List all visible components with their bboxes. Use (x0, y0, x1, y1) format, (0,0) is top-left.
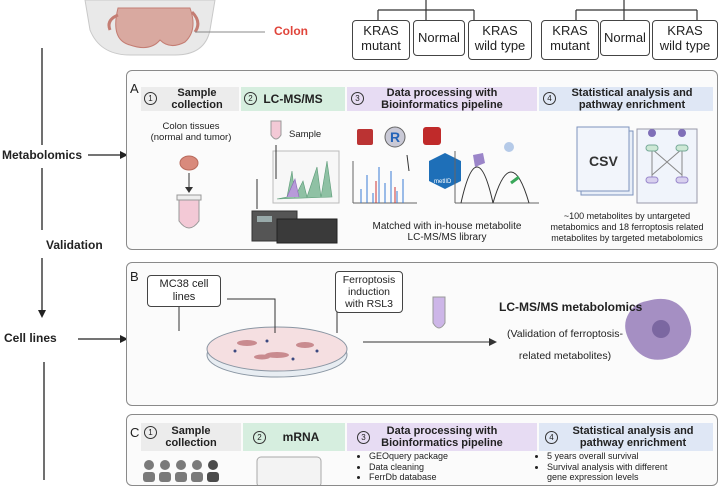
panel-a-step-3-header: 3 Data processing with Bioinformatics pi… (347, 87, 537, 111)
cell-lines-label: Cell lines (4, 331, 57, 345)
panel-b-graphics (178, 296, 692, 378)
step-number-badge: 3 (351, 92, 364, 105)
step-number-badge: 4 (543, 92, 556, 105)
small-tube-icon (270, 120, 282, 140)
library-match-label: Matched with in-house metabolite LC-MS/M… (372, 221, 522, 243)
panel-c-step-1-header: 1 Sample collection (141, 423, 241, 451)
mrna-panel-icon (256, 456, 322, 485)
stats-bullets: 5 years overall survival Survival analys… (537, 451, 667, 483)
step-title: Sample collection (165, 425, 217, 449)
software-cube-icon (357, 129, 373, 145)
panel-c-step-4-header: 4 Statistical analysis and pathway enric… (539, 423, 713, 451)
panel-b: B MC38 cell lines Ferroptosis induction … (126, 262, 718, 406)
sample-tube-icon (176, 194, 202, 229)
panel-a-graphics: R metlID (176, 120, 698, 244)
result-summary: ~100 metabolites by untargeted metabomic… (550, 211, 704, 243)
panel-a-letter: A (130, 81, 139, 96)
left-flow-arrowheads (38, 151, 128, 343)
bullet-item: FerrDb database (369, 472, 448, 483)
step-number-badge: 3 (357, 431, 370, 444)
panel-c-graphics (143, 456, 322, 485)
step-title: mRNA (282, 430, 320, 444)
mc38-cell-lines-label: MC38 cell lines (147, 275, 221, 307)
panel-a-step-2-header: 2 LC-MS/MS (241, 87, 345, 111)
colon-label: Colon (274, 24, 308, 38)
peak-shapes (454, 142, 539, 204)
csv-label: CSV (589, 153, 618, 169)
petri-dish-icon (206, 326, 348, 378)
panel-c-letter: C (130, 425, 140, 440)
step-number-badge: 1 (144, 92, 157, 105)
csv-document-stack (576, 126, 634, 196)
validation-subtitle: (Validation of ferroptosis- related meta… (507, 328, 623, 362)
group-box-normal: Normal (413, 20, 465, 56)
pathway-diagram (636, 128, 698, 204)
lcms-metabolomics-title: LC-MS/MS metabolomics (499, 300, 643, 314)
bullet-item: GEOquery package (369, 451, 448, 462)
step-number-badge: 2 (244, 92, 257, 105)
group-box-kras-mutant: KRAS mutant (541, 20, 599, 60)
panel-c-step-3-header: 3 Data processing with Bioinformatics pi… (347, 423, 537, 451)
group-box-normal: Normal (600, 20, 650, 56)
panel-c-step-2-header: 2 mRNA (243, 423, 345, 451)
panel-a-step-1-header: 1 Sample collection (141, 87, 239, 111)
step-number-badge: 1 (144, 426, 157, 439)
step-title: LC-MS/MS (263, 92, 323, 106)
step-number-badge: 4 (545, 431, 558, 444)
chromatogram-panel (272, 150, 340, 204)
bullet-item: Survival analysis with different (547, 462, 667, 473)
step-number-badge: 2 (253, 431, 266, 444)
cell-blob-icon (625, 298, 692, 360)
svg-text:R: R (390, 129, 400, 145)
mass-spectrometer-icon (251, 210, 338, 244)
bullet-item: 5 years overall survival (547, 451, 667, 462)
colon-illustration (84, 0, 216, 56)
step-title: Statistical analysis and pathway enrichm… (571, 87, 693, 111)
ferroptosis-induction-label: Ferroptosis induction with RSL3 (335, 271, 403, 313)
left-flow-lines (41, 48, 120, 480)
group-box-kras-wild-type: KRAS wild type (468, 20, 532, 60)
tissue-label: Colon tissues (normal and tumor) (150, 121, 232, 143)
bullet-item: Data cleaning (369, 462, 448, 473)
software-icons: R (357, 126, 441, 148)
metlin-database-icon (429, 153, 461, 189)
mass-spectrum-plot (352, 161, 417, 204)
bullet-item: gene expression levels (547, 472, 639, 482)
panel-c: C 1 Sample collection 2 mRNA 3 Data proc… (126, 414, 718, 486)
metabolomics-label: Metabolomics (2, 148, 83, 162)
group-box-kras-mutant: KRAS mutant (352, 20, 410, 60)
panel-a: A 1 Sample collection 2 LC-MS/MS 3 Data … (126, 70, 718, 250)
reagent-tube-icon (432, 296, 446, 329)
sample-label: Sample (289, 129, 322, 140)
tissue-sample-icon (179, 155, 199, 171)
processing-bullets: GEOquery package Data cleaning FerrDb da… (359, 451, 448, 483)
group-box-kras-wild-type: KRAS wild type (652, 20, 718, 60)
top-tree-lines (377, 0, 698, 20)
panel-a-step-4-header: 4 Statistical analysis and pathway enric… (539, 87, 713, 111)
panel-b-letter: B (130, 269, 139, 284)
metlin-label: metlID (434, 179, 452, 185)
step-title: Sample collection (171, 87, 223, 111)
step-title: Data processing with Bioinformatics pipe… (381, 425, 503, 449)
patients-icon (143, 460, 219, 482)
step-title: Data processing with Bioinformatics pipe… (381, 87, 503, 111)
step-title: Statistical analysis and pathway enrichm… (572, 425, 694, 449)
validation-label: Validation (46, 238, 103, 252)
